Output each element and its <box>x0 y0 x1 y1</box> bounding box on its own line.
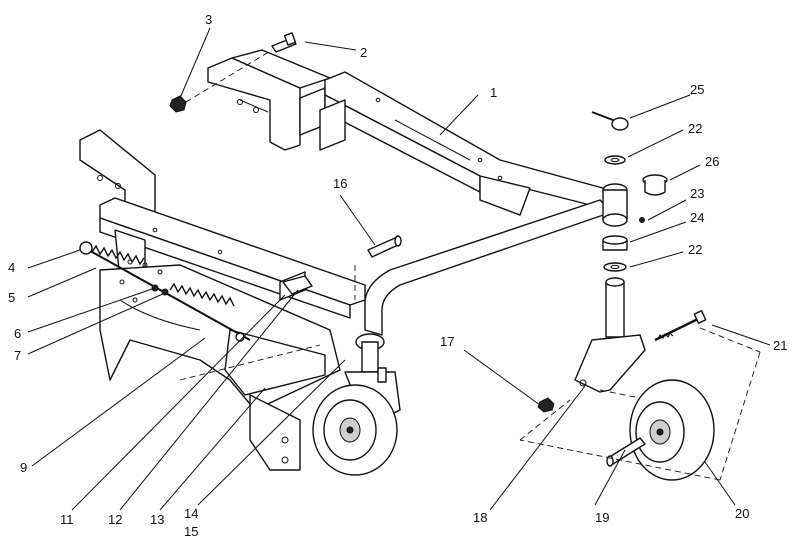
callout-4: 4 <box>8 260 15 275</box>
nut-3 <box>169 95 187 113</box>
wheel-20 <box>629 379 715 481</box>
callout-17: 17 <box>440 334 454 349</box>
callout-15: 15 <box>184 524 198 539</box>
callout-5: 5 <box>8 290 15 305</box>
callout-2: 2 <box>360 45 367 60</box>
callout-25: 25 <box>690 82 704 97</box>
callout-6: 6 <box>14 326 21 341</box>
callout-labels: 1 2 3 4 5 6 7 9 11 12 13 14 15 16 17 18 … <box>8 12 787 539</box>
callout-20: 20 <box>735 506 749 521</box>
left-caster-wheel <box>312 333 401 476</box>
callout-26: 26 <box>705 154 719 169</box>
deck-housing <box>99 262 341 471</box>
callout-12: 12 <box>108 512 122 527</box>
main-frame <box>319 71 611 216</box>
rear-mount-bracket <box>207 49 331 151</box>
right-caster-stack <box>591 111 668 338</box>
leader-lines <box>27 27 771 511</box>
callout-18: 18 <box>473 510 487 525</box>
callout-11: 11 <box>60 512 74 527</box>
callout-22-top: 22 <box>688 121 702 136</box>
callout-3: 3 <box>205 12 212 27</box>
callout-21: 21 <box>773 338 787 353</box>
callout-19: 19 <box>595 510 609 525</box>
callout-1: 1 <box>490 85 497 100</box>
callout-16: 16 <box>333 176 347 191</box>
callout-7: 7 <box>14 348 21 363</box>
front-curved-tube <box>364 199 613 336</box>
callout-24: 24 <box>690 210 704 225</box>
callout-23: 23 <box>690 186 704 201</box>
callout-14: 14 <box>184 506 198 521</box>
pin-16 <box>354 235 402 300</box>
callout-13: 13 <box>150 512 164 527</box>
nut-17 <box>537 397 555 413</box>
bolt-21 <box>654 310 707 342</box>
caster-fork-18 <box>574 334 651 401</box>
callout-9: 9 <box>20 460 27 475</box>
bolt-2 <box>271 32 297 53</box>
callout-22-bottom: 22 <box>688 242 702 257</box>
flag-bracket <box>282 275 313 295</box>
